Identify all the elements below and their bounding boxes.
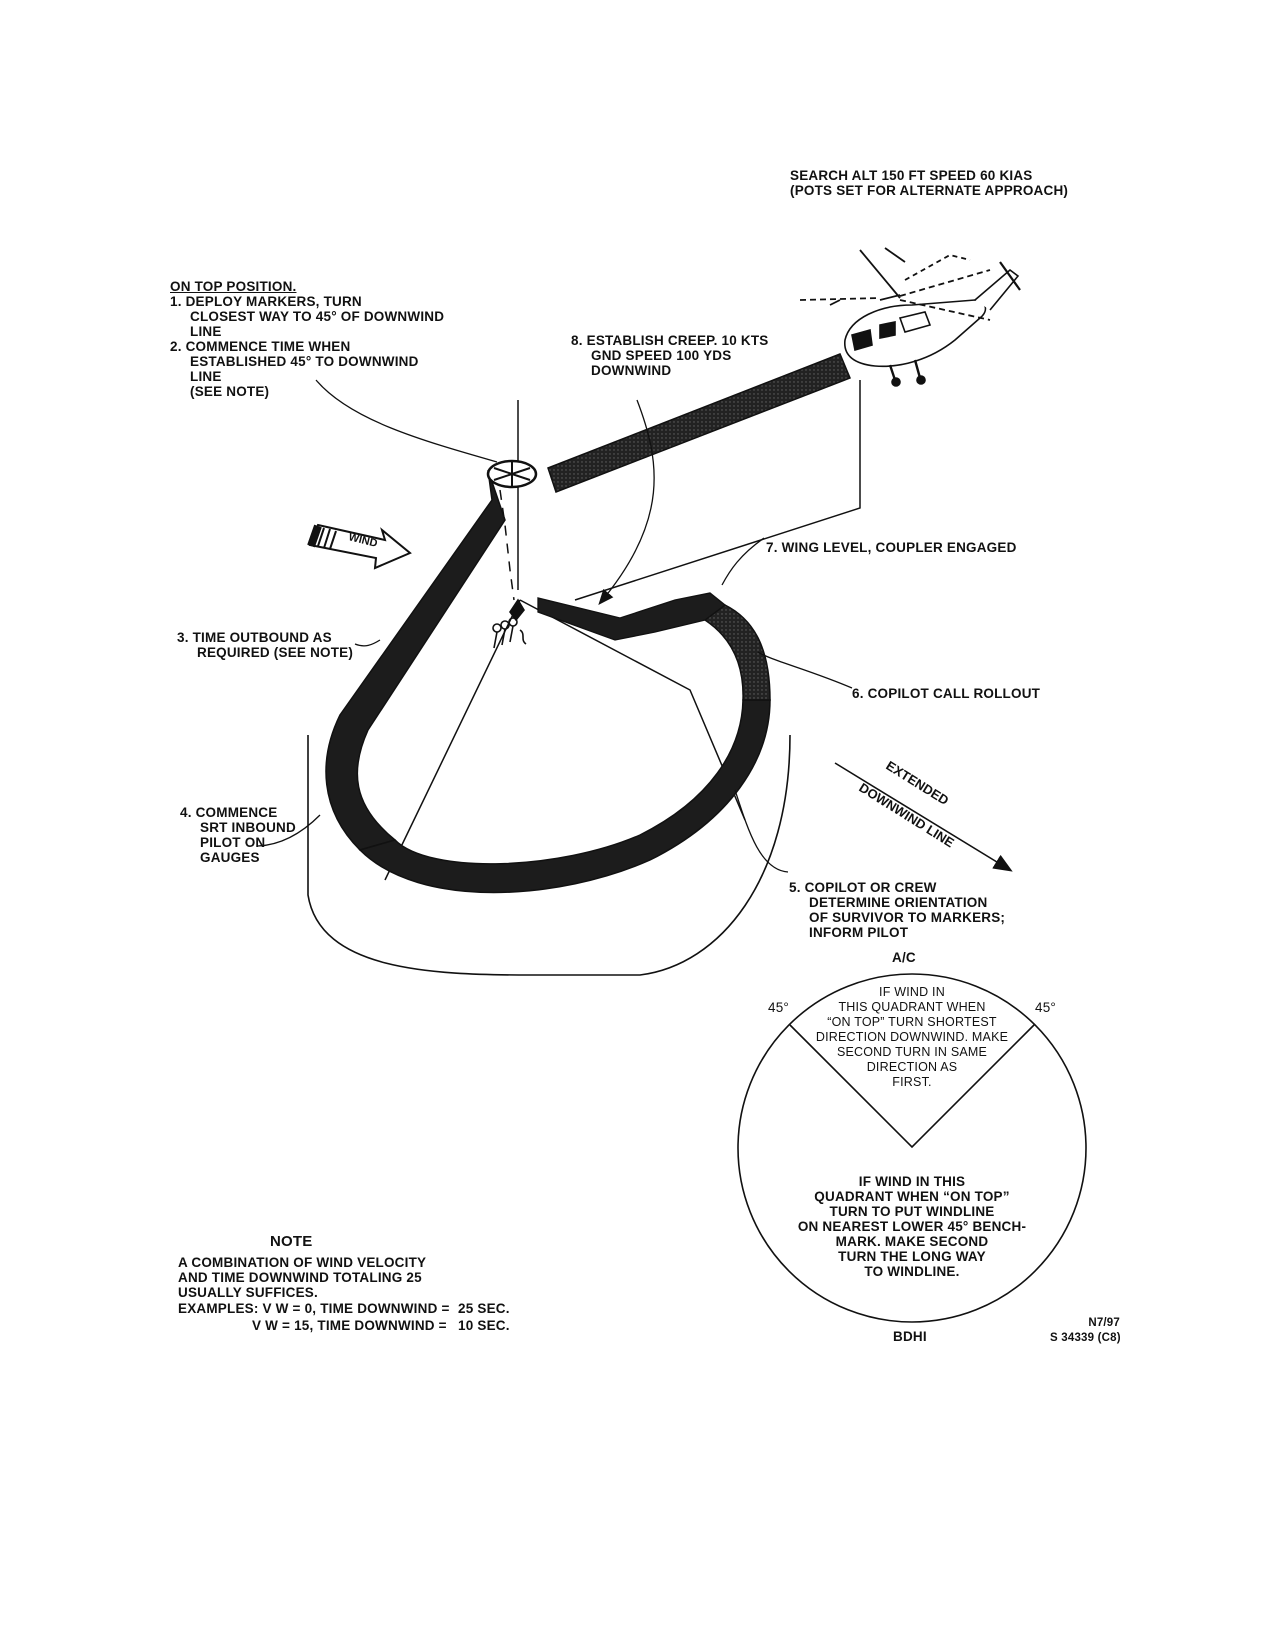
upper-q-line-4: DIRECTION DOWNWIND. MAKE: [815, 1030, 1009, 1044]
on-top-position-block: ON TOP POSITION. 1. DEPLOY MARKERS, TURN…: [170, 279, 444, 399]
on-top-step-2c: LINE: [190, 369, 222, 384]
figure-id-line-2: S 34339 (C8): [1050, 1332, 1121, 1344]
step-4-line-d: GAUGES: [200, 850, 260, 865]
bdhi-upper-quadrant-text: IF WIND IN THIS QUADRANT WHEN “ON TOP” T…: [782, 985, 1042, 1090]
survivor-icon: [492, 598, 527, 649]
step-5-line-d: INFORM PILOT: [809, 925, 909, 940]
marker-buoy-icon: [486, 459, 538, 489]
note-line-2: AND TIME DOWNWIND TOTALING 25: [178, 1270, 422, 1285]
lower-q-line-3: TURN TO PUT WINDLINE: [829, 1204, 995, 1219]
step-8-line-b: GND SPEED 100 YDS: [591, 348, 732, 363]
step-4-line-a: 4. COMMENCE: [180, 805, 278, 820]
lower-q-line-2: QUADRANT WHEN “ON TOP”: [814, 1189, 1010, 1204]
step-3-label: 3. TIME OUTBOUND AS REQUIRED (SEE NOTE): [177, 630, 353, 660]
note-body: A COMBINATION OF WIND VELOCITY AND TIME …: [178, 1255, 426, 1300]
lower-q-line-6: TURN THE LONG WAY: [838, 1249, 986, 1264]
step-3-line-a: 3. TIME OUTBOUND AS: [177, 630, 332, 645]
bdhi-top-label: A/C: [892, 950, 916, 965]
step-8-line-c: DOWNWIND: [591, 363, 672, 378]
on-top-step-2b: ESTABLISHED 45° TO DOWNWIND: [190, 354, 419, 369]
bdhi-lower-quadrant-text: IF WIND IN THIS QUADRANT WHEN “ON TOP” T…: [782, 1174, 1042, 1279]
step-3-line-b: REQUIRED (SEE NOTE): [197, 645, 354, 660]
note-title: NOTE: [270, 1233, 313, 1250]
upper-q-line-1: IF WIND IN: [879, 985, 945, 999]
on-top-step-2a: 2. COMMENCE TIME WHEN: [170, 339, 351, 354]
on-top-step-1a: 1. DEPLOY MARKERS, TURN: [170, 294, 362, 309]
helicopter-icon: [799, 247, 1021, 387]
search-header: SEARCH ALT 150 FT SPEED 60 KIAS (POTS SE…: [790, 168, 1068, 198]
bdhi-compass: [737, 973, 1087, 1323]
figure-id: N7/97 S 34339 (C8): [1050, 1316, 1121, 1346]
step-5-line-a: 5. COPILOT OR CREW: [789, 880, 937, 895]
note-example-1-value: 25 SEC.: [458, 1301, 510, 1316]
step-5-line-b: DETERMINE ORIENTATION: [809, 895, 988, 910]
step-4-line-c: PILOT ON: [200, 835, 266, 850]
lower-q-line-4: ON NEAREST LOWER 45° BENCH-: [797, 1219, 1027, 1234]
note-line-3: USUALLY SUFFICES.: [178, 1285, 318, 1300]
step-5-label: 5. COPILOT OR CREW DETERMINE ORIENTATION…: [789, 880, 1005, 940]
step-4-label: 4. COMMENCE SRT INBOUND PILOT ON GAUGES: [180, 805, 296, 865]
bdhi-right-angle: 45°: [1035, 1000, 1057, 1015]
lower-q-line-1: IF WIND IN THIS: [858, 1174, 966, 1189]
note-example-2-value: 10 SEC.: [458, 1318, 510, 1333]
extended-downwind-line: EXTENDED DOWNWIND LINE: [834, 758, 1013, 872]
on-top-step-2d: (SEE NOTE): [190, 384, 270, 399]
upper-q-line-2: THIS QUADRANT WHEN: [838, 1000, 986, 1014]
on-top-title: ON TOP POSITION.: [170, 279, 297, 294]
step-8-line-a: 8. ESTABLISH CREEP. 10 KTS: [571, 333, 769, 348]
header-line-2: (POTS SET FOR ALTERNATE APPROACH): [790, 183, 1069, 198]
upper-q-line-7: FIRST.: [892, 1075, 932, 1089]
on-top-step-1c: LINE: [190, 324, 222, 339]
step-4-line-b: SRT INBOUND: [200, 820, 296, 835]
wind-arrow-icon: WIND: [307, 523, 412, 570]
leader-lines: [257, 379, 853, 873]
note-example-2: V W = 15, TIME DOWNWIND =: [252, 1318, 447, 1333]
step-8-label: 8. ESTABLISH CREEP. 10 KTS GND SPEED 100…: [571, 333, 769, 378]
cylinder-base: [307, 734, 791, 976]
note-example-1: EXAMPLES: V W = 0, TIME DOWNWIND =: [178, 1301, 450, 1316]
header-line-1: SEARCH ALT 150 FT SPEED 60 KIAS: [790, 168, 1033, 183]
step-6-label: 6. COPILOT CALL ROLLOUT: [852, 686, 1041, 701]
step-7-label: 7. WING LEVEL, COUPLER ENGAGED: [766, 540, 1017, 555]
note-line-1: A COMBINATION OF WIND VELOCITY: [178, 1255, 427, 1270]
on-top-step-1b: CLOSEST WAY TO 45° OF DOWNWIND: [190, 309, 445, 324]
upper-q-line-3: “ON TOP” TURN SHORTEST: [827, 1015, 997, 1029]
pattern-interior: [384, 380, 861, 881]
step-5-line-c: OF SURVIVOR TO MARKERS;: [809, 910, 1006, 925]
upper-q-line-6: DIRECTION AS: [866, 1060, 958, 1074]
flight-path: [325, 353, 851, 894]
bdhi-left-angle: 45°: [768, 1000, 790, 1015]
lower-q-line-5: MARK. MAKE SECOND: [835, 1234, 989, 1249]
lower-q-line-7: TO WINDLINE.: [864, 1264, 960, 1279]
bdhi-bottom-label: BDHI: [893, 1329, 927, 1344]
figure-id-line-1: N7/97: [1088, 1317, 1120, 1329]
upper-q-line-5: SECOND TURN IN SAME: [836, 1045, 988, 1059]
